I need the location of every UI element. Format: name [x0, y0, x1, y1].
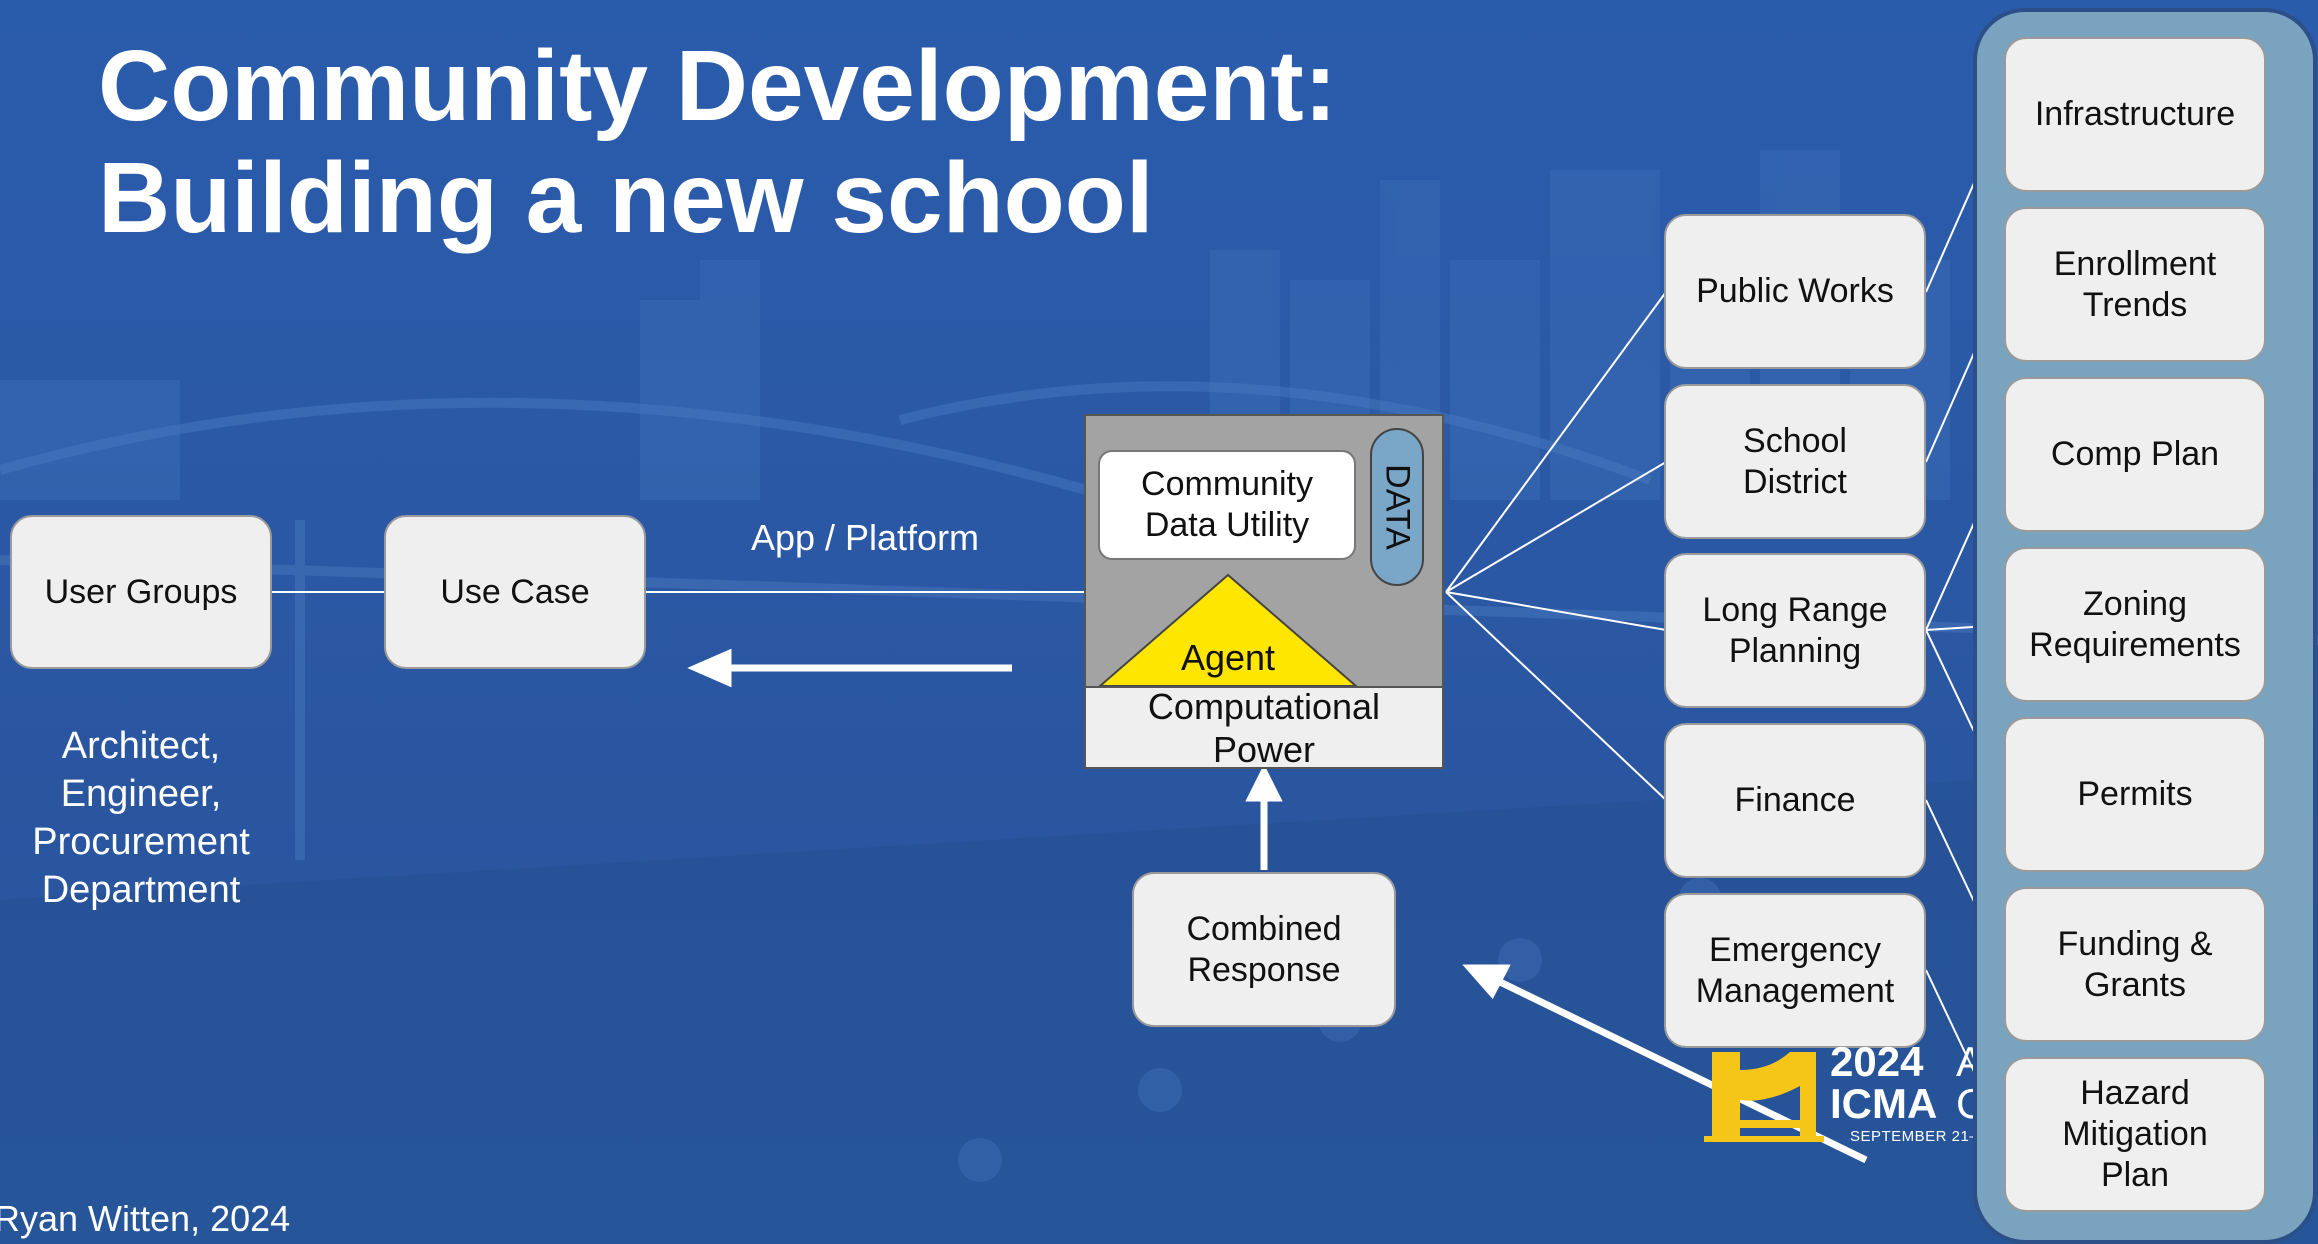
data-source-label: Permits	[2077, 775, 2193, 813]
app-platform-label: App / Platform	[750, 517, 980, 558]
computational-power-box[interactable]: Computational Power	[1084, 685, 1444, 770]
data-source-label: Funding & Grants	[2057, 924, 2213, 1004]
author-credit: Ryan Witten, 2024	[0, 1198, 291, 1239]
department-label: Emergency Management	[1695, 930, 1895, 1010]
data-source-enrollment-trends[interactable]: Enrollment Trends	[2004, 207, 2266, 362]
department-label: Long Range Planning	[1702, 590, 1888, 670]
department-long-range-planning[interactable]: Long Range Planning	[1664, 553, 1926, 708]
data-source-label: Hazard Mitigation Plan	[2062, 1074, 2208, 1194]
data-source-funding-grants[interactable]: Funding & Grants	[2004, 887, 2266, 1042]
agent-label: Agent	[1180, 637, 1276, 678]
data-source-comp-plan[interactable]: Comp Plan	[2004, 377, 2266, 532]
department-label: Finance	[1734, 781, 1856, 819]
arrow-return-head	[687, 648, 732, 688]
data-source-permits[interactable]: Permits	[2004, 717, 2266, 872]
data-source-label: Zoning Requirements	[2029, 584, 2241, 664]
logo-date: SEPTEMBER 21–2	[1850, 1128, 1988, 1145]
use-case-label: Use Case	[440, 572, 590, 611]
line-hub-school-district	[1445, 461, 1667, 593]
department-label: Public Works	[1696, 272, 1894, 310]
computational-power-label: Computational Power	[1147, 685, 1381, 770]
slide-title: Community Development: Building a new sc…	[98, 30, 1337, 254]
data-source-infrastructure[interactable]: Infrastructure	[2004, 37, 2266, 192]
data-source-label: Comp Plan	[2050, 435, 2220, 473]
use-case-box[interactable]: Use Case	[384, 515, 646, 669]
logo-year: 2024	[1830, 1038, 1924, 1085]
user-groups-box[interactable]: User Groups	[10, 515, 272, 669]
department-finance[interactable]: Finance	[1664, 723, 1926, 878]
user-groups-label: User Groups	[44, 572, 238, 611]
line-hub-public-works	[1445, 291, 1667, 593]
line-hub-finance	[1445, 591, 1667, 801]
line-hub-long-range	[1445, 591, 1667, 631]
data-source-label: Enrollment Trends	[2053, 244, 2217, 324]
user-groups-list: Architect, Engineer, Procurement Departm…	[32, 725, 250, 911]
department-label: School District	[1743, 421, 1847, 501]
data-source-hazard-mitigation-plan[interactable]: Hazard Mitigation Plan	[2004, 1057, 2266, 1212]
community-data-utility-box[interactable]: Community Data Utility	[1098, 450, 1356, 560]
logo-name: ICMA	[1830, 1080, 1938, 1127]
department-emergency-management[interactable]: Emergency Management	[1664, 893, 1926, 1048]
department-public-works[interactable]: Public Works	[1664, 214, 1926, 369]
arrow-up-head	[1245, 764, 1283, 802]
data-source-label: Infrastructure	[2034, 95, 2236, 133]
title-line-2: Building a new school	[98, 142, 1154, 254]
department-school-district[interactable]: School District	[1664, 384, 1926, 539]
combined-response-label: Combined Response	[1186, 909, 1342, 989]
arrow-diag-head	[1462, 964, 1511, 1000]
data-pill[interactable]: DATA	[1370, 428, 1424, 586]
combined-response-box[interactable]: Combined Response	[1132, 872, 1396, 1027]
data-source-zoning-requirements[interactable]: Zoning Requirements	[2004, 547, 2266, 702]
community-data-utility-label: Community Data Utility	[1141, 465, 1313, 544]
title-line-1: Community Development:	[98, 30, 1338, 142]
